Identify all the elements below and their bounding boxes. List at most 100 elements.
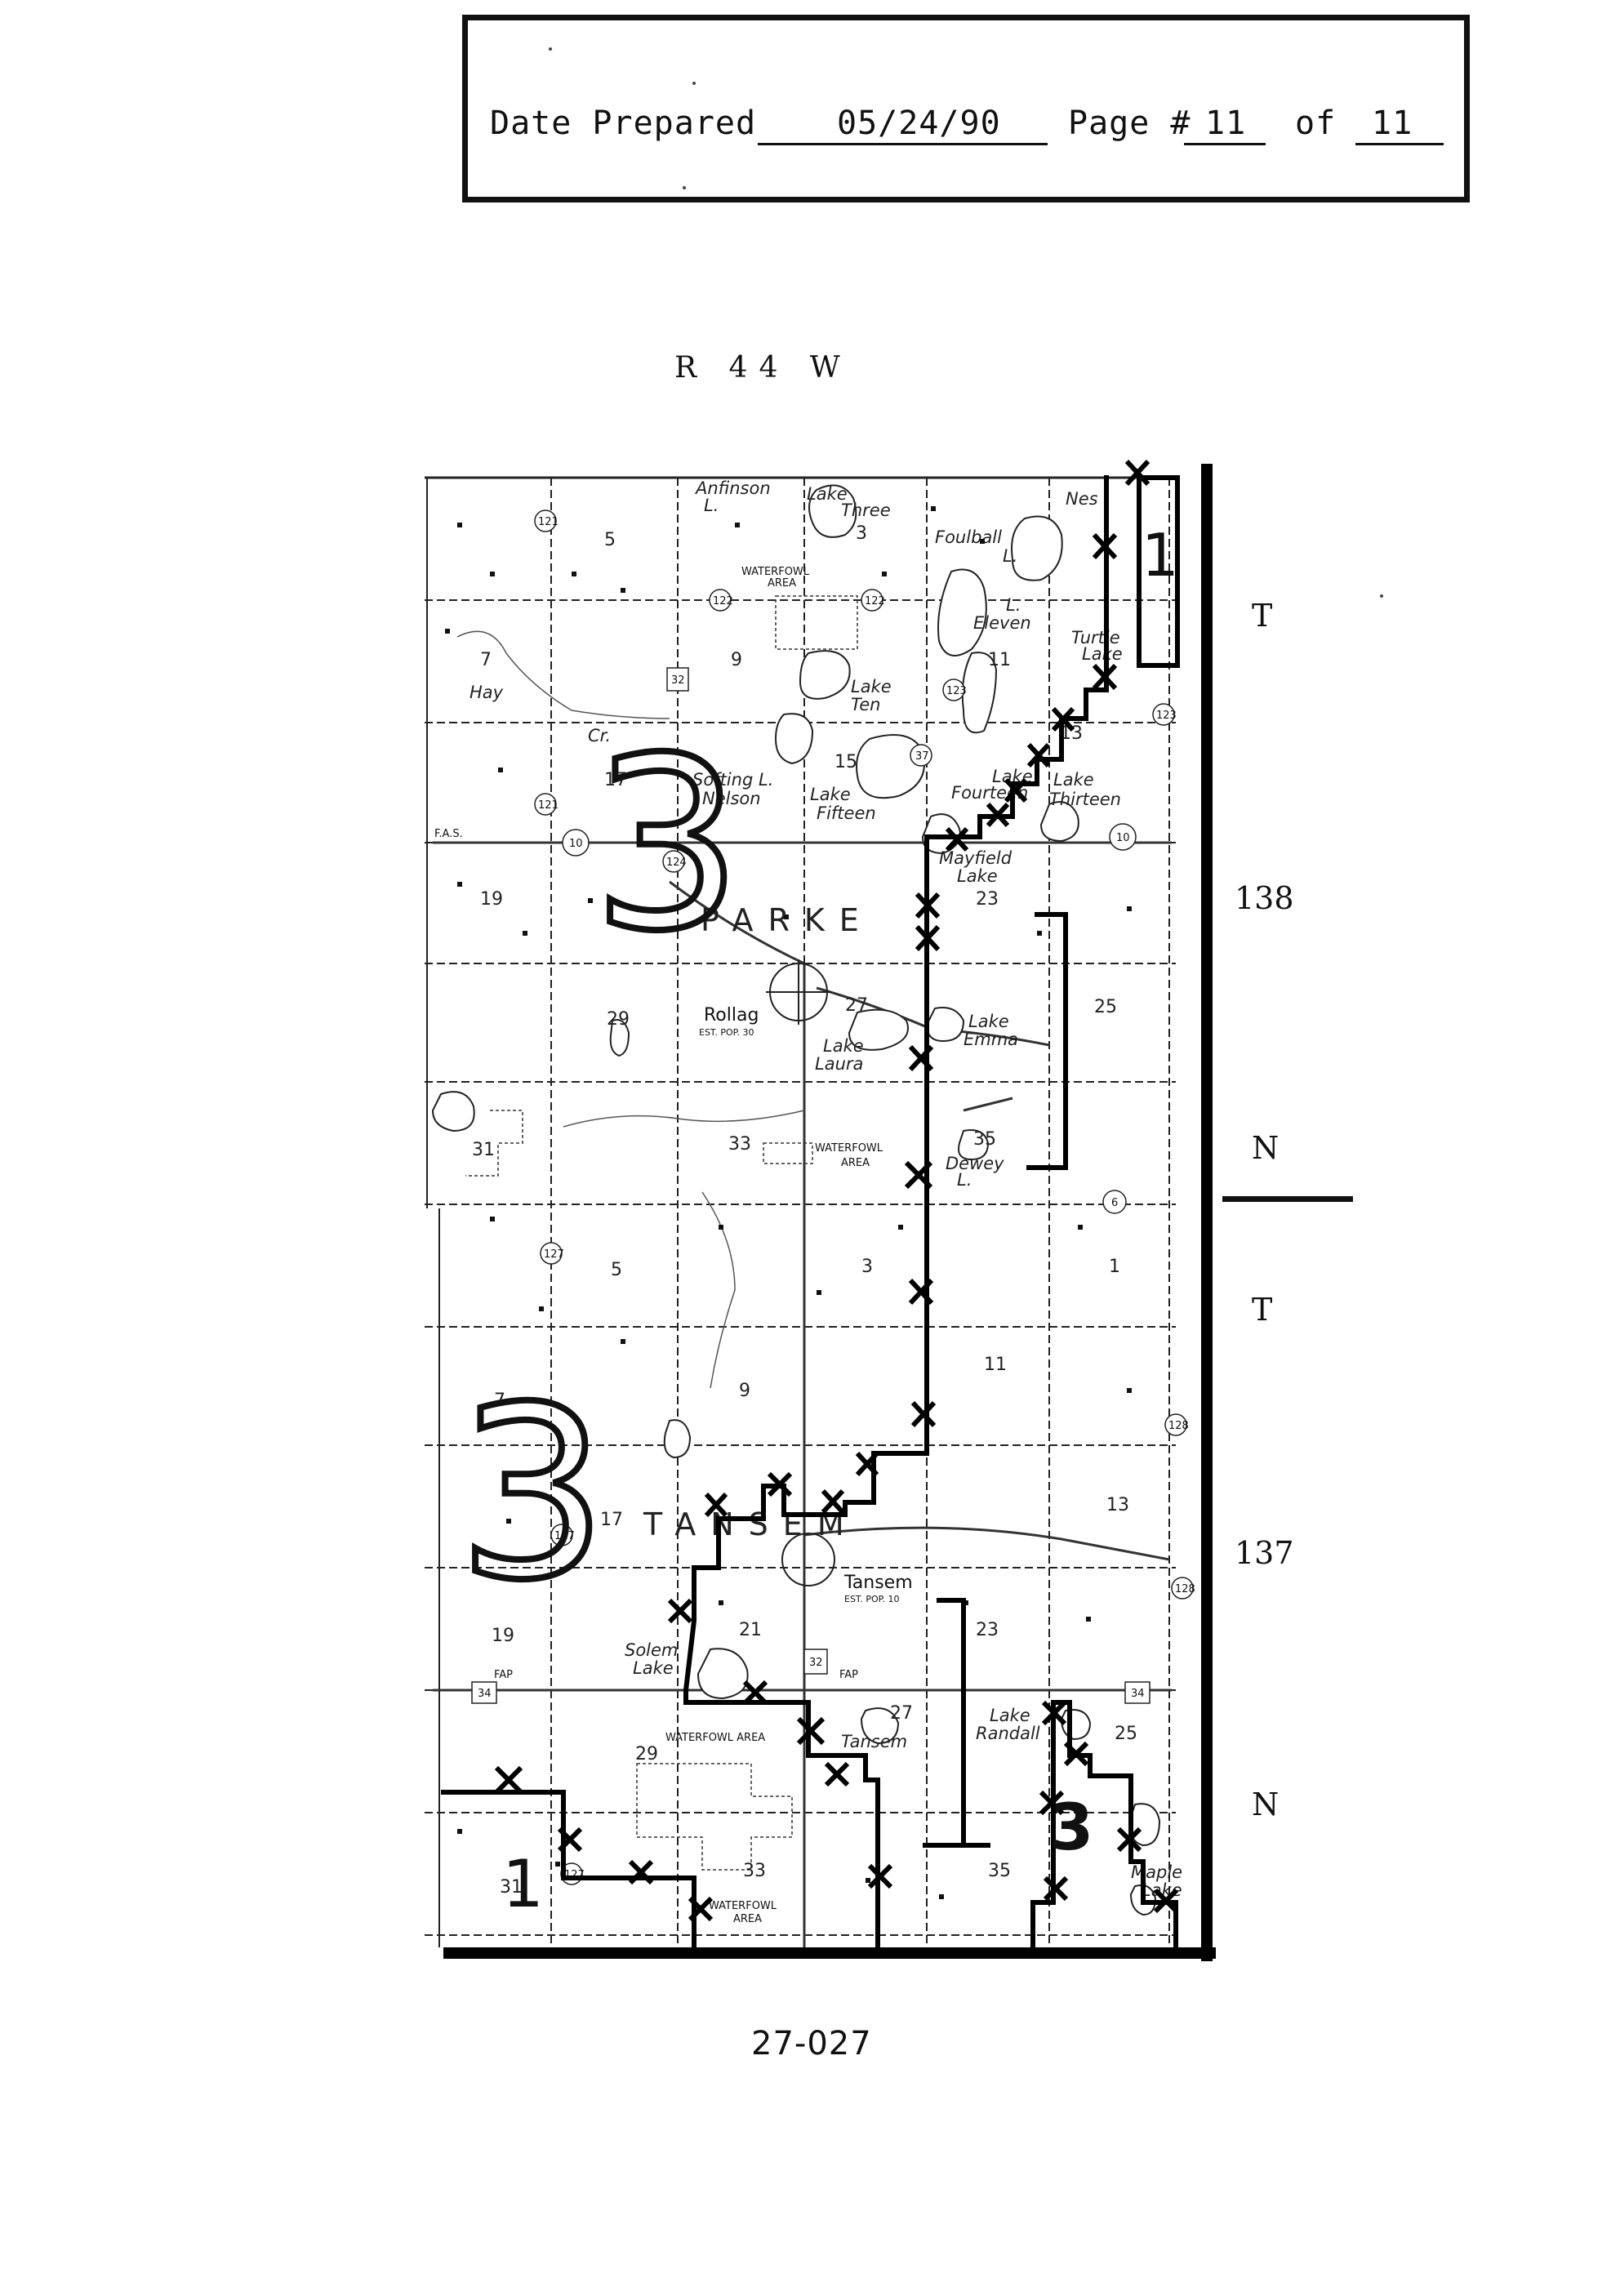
township-n-lower: N	[1252, 1787, 1280, 1822]
route-label: 127	[544, 1248, 564, 1261]
lake-label: Mayfield	[939, 848, 1012, 868]
lake-labels: Anfinson L. Lake Three Nes Foulball L. L…	[470, 478, 1182, 1900]
section-7-lower: 7	[494, 1391, 505, 1411]
lake-label: Lake	[990, 1706, 1030, 1725]
header-box	[462, 15, 1470, 202]
lake-label: Anfinson	[694, 478, 771, 498]
total-underline	[1355, 143, 1444, 145]
waterfowl-areas	[465, 595, 858, 1871]
lake-label: L.	[704, 496, 719, 515]
lake-label: Dewey	[946, 1154, 1004, 1173]
lake-label: Nelson	[702, 789, 761, 808]
route-label: 122	[713, 595, 733, 607]
section-3: 3	[856, 523, 867, 544]
section-25: 25	[1094, 997, 1117, 1017]
lake-label: L.	[957, 1170, 972, 1190]
waterfowl-label: AREA	[733, 1913, 762, 1925]
date-prepared-value: 05/24/90	[837, 105, 1001, 142]
section-13-lower: 13	[1106, 1495, 1129, 1515]
lake-label: L.	[1003, 546, 1017, 566]
waterfowl-label: AREA	[768, 577, 796, 590]
section-21-lower: 21	[739, 1620, 762, 1640]
lake-label: Thirteen	[1049, 790, 1121, 809]
route-label: FAP	[839, 1669, 858, 1681]
route-label: 37	[915, 750, 929, 763]
township-t-lower: T	[1252, 1292, 1273, 1328]
section-7: 7	[480, 650, 492, 670]
route-label: 32	[671, 674, 685, 687]
lake-label: Lake	[810, 785, 851, 804]
district-number-3: 3	[592, 708, 743, 983]
waterfowl-label: WATERFOWL	[709, 1900, 777, 1912]
route-label: 34	[1131, 1688, 1145, 1700]
section-31: 31	[472, 1140, 495, 1160]
speck	[1380, 594, 1383, 598]
towns: Rollag EST. POP. 30 Tansem EST. POP. 10	[699, 959, 913, 1604]
lake-label: Solem	[625, 1640, 678, 1660]
town-name-tansem: Tansem	[843, 1573, 913, 1593]
section-1-lower: 1	[1109, 1257, 1120, 1277]
route-label: FAP	[494, 1669, 513, 1681]
section-9-lower: 9	[739, 1381, 750, 1401]
roads	[433, 841, 1172, 1947]
page-underline	[1184, 143, 1266, 145]
lake-label: Softing L.	[692, 770, 773, 790]
district-number-3: 3	[1049, 1791, 1093, 1865]
district-number-1: 1	[1142, 521, 1179, 590]
route-label: F.A.S.	[434, 828, 463, 840]
lake-label: Lake	[1053, 770, 1094, 790]
section-5-lower: 5	[611, 1260, 622, 1280]
section-31-lower: 31	[500, 1877, 523, 1898]
section-25-lower: 25	[1115, 1724, 1137, 1744]
page-label: Page #	[1068, 105, 1191, 142]
lakes	[431, 484, 1161, 1916]
lake-label: Eleven	[973, 613, 1031, 633]
lake-label: Foulball	[935, 527, 1002, 547]
route-label: 123	[946, 685, 967, 697]
speck	[683, 186, 686, 189]
section-23: 23	[976, 889, 999, 910]
township-137: 137	[1235, 1535, 1294, 1571]
of-label: of	[1295, 105, 1337, 142]
waterfowl-label: WATERFOWL	[815, 1142, 883, 1155]
creek-label: Hay	[470, 683, 504, 702]
map-code: 27-027	[751, 2025, 872, 2062]
section-33-lower: 33	[743, 1861, 766, 1881]
lake-label: Lake	[823, 1036, 864, 1056]
lake-label: Lake	[1082, 644, 1123, 664]
waterfowl-labels: WATERFOWL AREA WATERFOWL AREA WATERFOWL …	[665, 566, 883, 1925]
lake-label: Laura	[815, 1054, 863, 1074]
route-label: 128	[1175, 1583, 1195, 1595]
section-15: 15	[834, 752, 857, 772]
lake-label: L.	[1006, 595, 1021, 615]
waterfowl-label: WATERFOWL AREA	[665, 1732, 765, 1744]
lake-label: Lake	[807, 484, 848, 504]
range-label: R 44 W	[674, 351, 852, 385]
route-label: 122	[865, 595, 885, 607]
section-19: 19	[480, 889, 503, 910]
route-label: 6	[1111, 1197, 1118, 1209]
lake-label: Turtle	[1071, 628, 1120, 647]
page-total: 11	[1372, 105, 1413, 142]
crossing-marks	[494, 459, 1179, 1922]
route-label: 10	[1116, 832, 1130, 844]
township-name-parke: PARKE	[701, 902, 874, 938]
creeks	[456, 630, 805, 1389]
lake-label: Lake	[957, 866, 998, 886]
section-27-lower: 27	[890, 1703, 913, 1724]
section-19-lower: 19	[492, 1626, 514, 1646]
speck	[549, 47, 552, 51]
route-label: 128	[1168, 1420, 1189, 1432]
section-29-lower: 29	[635, 1744, 658, 1764]
waterfowl-label: AREA	[841, 1157, 870, 1169]
route-label: 34	[478, 1688, 492, 1700]
section-17: 17	[604, 770, 627, 790]
speck	[692, 82, 696, 85]
section-11: 11	[988, 650, 1011, 670]
lake-label: Tansem	[841, 1732, 907, 1751]
lake-label: Three	[841, 501, 891, 520]
district-number-3: 3	[457, 1357, 608, 1632]
section-33: 33	[728, 1134, 751, 1155]
date-underline	[758, 143, 1048, 145]
